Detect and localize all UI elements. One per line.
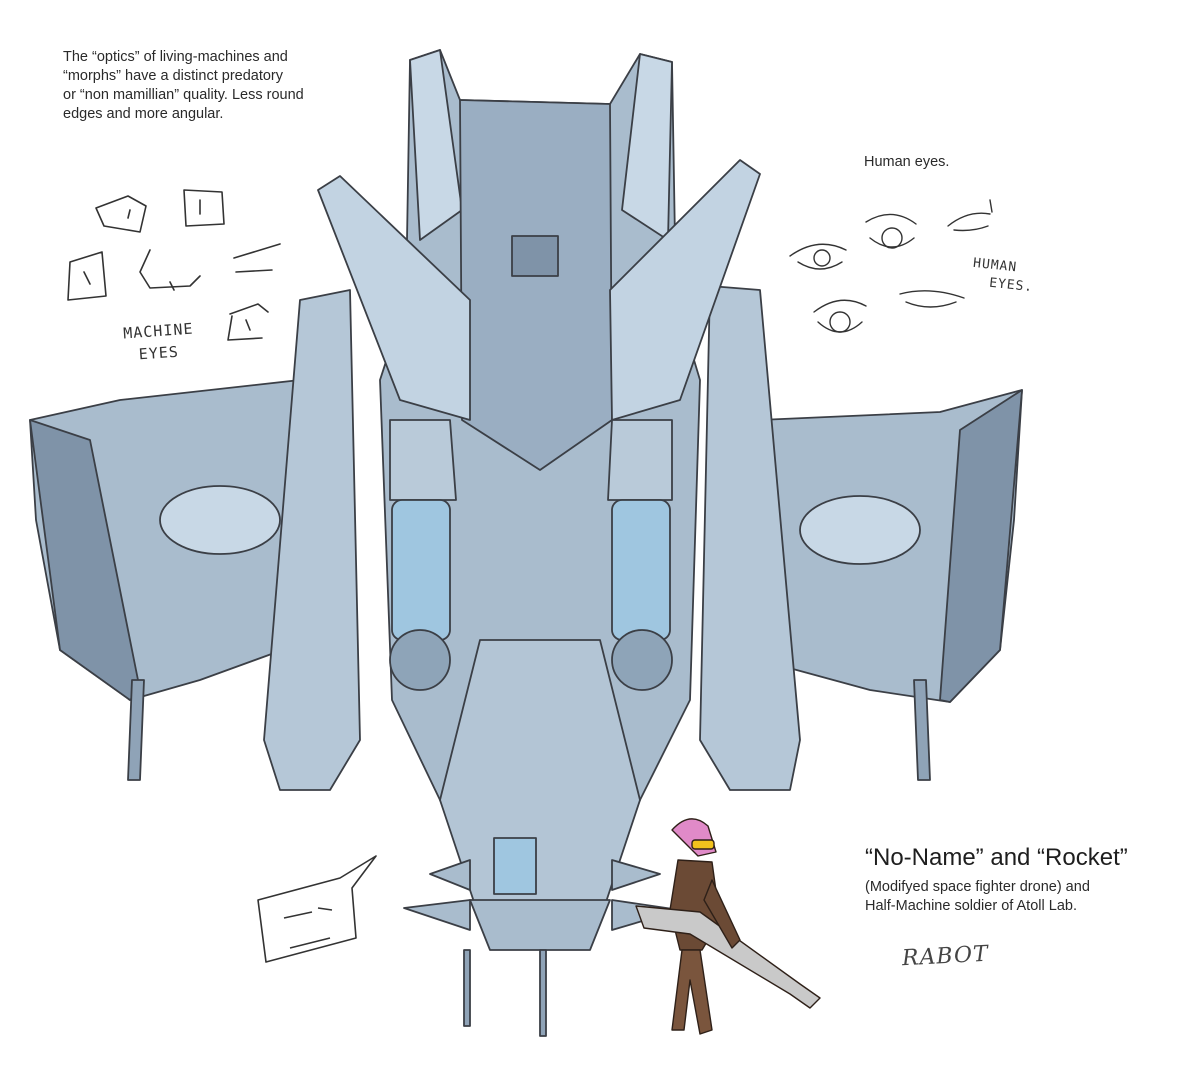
left-gun-housing xyxy=(389,419,457,501)
canard-fin-right xyxy=(611,859,661,891)
caption: “No-Name” and “Rocket” (Modifyed space f… xyxy=(865,844,1195,916)
human-eye-iris xyxy=(881,227,903,249)
nose-tip xyxy=(469,899,611,951)
left-gun-barrel xyxy=(391,499,451,641)
spine-vent xyxy=(511,235,559,277)
optics-note-line: The “optics” of living-machines and xyxy=(63,49,288,65)
left-wing-detail xyxy=(159,485,281,555)
soldier-visor xyxy=(691,839,715,850)
machine-eyes-sketches xyxy=(67,189,281,341)
mask-doodle xyxy=(257,855,377,963)
fighter-drone-illustration xyxy=(29,49,1023,1037)
machine-eye-sketch xyxy=(233,243,281,273)
right-gun-barrel xyxy=(611,499,671,641)
soldier-illustration xyxy=(635,818,821,1035)
soldier-arm xyxy=(703,879,741,949)
machine-eye-sketch xyxy=(67,251,107,301)
caption-line: (Modifyed space fighter drone) and xyxy=(865,879,1090,895)
human-eye-sketch xyxy=(813,299,867,333)
caption-title: “No-Name” and “Rocket” xyxy=(865,844,1128,871)
right-gun-muzzle xyxy=(611,629,673,691)
machine-eye-sketch xyxy=(95,195,147,233)
caption-line: Half-Machine soldier of Atoll Lab. xyxy=(865,898,1077,914)
right-wingtip xyxy=(939,389,1023,703)
right-canard xyxy=(609,159,761,421)
soldier-hair xyxy=(671,818,717,857)
right-gun-housing xyxy=(607,419,673,501)
left-gun-muzzle xyxy=(389,629,451,691)
machine-eye-sketch xyxy=(227,303,269,341)
soldier-legs xyxy=(671,949,713,1035)
canard-fin-left xyxy=(429,859,471,891)
landing-gear-left xyxy=(463,949,471,1027)
human-eye-iris xyxy=(829,311,851,333)
nose-spike-left xyxy=(403,899,471,931)
human-eye-sketch xyxy=(947,199,993,232)
artist-signature: RABOT xyxy=(901,941,990,972)
machine-eyes-label: MACHINE EYES xyxy=(123,318,196,367)
cockpit-glass xyxy=(493,837,537,895)
right-pylon xyxy=(913,679,931,781)
human-eyes-label: HUMAN EYES. xyxy=(970,255,1036,297)
human-eye-sketch xyxy=(865,213,917,248)
right-wing-detail xyxy=(799,495,921,565)
optics-note-line: or “non mamillian” quality. Less round xyxy=(63,87,304,103)
human-eye-iris xyxy=(813,249,831,267)
spine xyxy=(459,99,613,471)
optics-note-line: edges and more angular. xyxy=(63,106,224,122)
human-eyes-note: Human eyes. xyxy=(864,154,950,170)
left-engine-pod xyxy=(263,289,361,791)
optics-note: The “optics” of living-machines and “mor… xyxy=(63,48,353,124)
human-eye-sketch xyxy=(789,243,847,270)
machine-eye-sketch xyxy=(183,189,225,227)
machine-eye-sketch xyxy=(139,249,201,291)
optics-note-line: “morphs” have a distinct predatory xyxy=(63,68,284,84)
landing-gear-right xyxy=(539,949,547,1037)
human-eye-sketch xyxy=(899,290,965,308)
human-eyes-sketches xyxy=(789,199,993,333)
left-pylon xyxy=(127,679,145,781)
left-canard xyxy=(317,175,471,421)
